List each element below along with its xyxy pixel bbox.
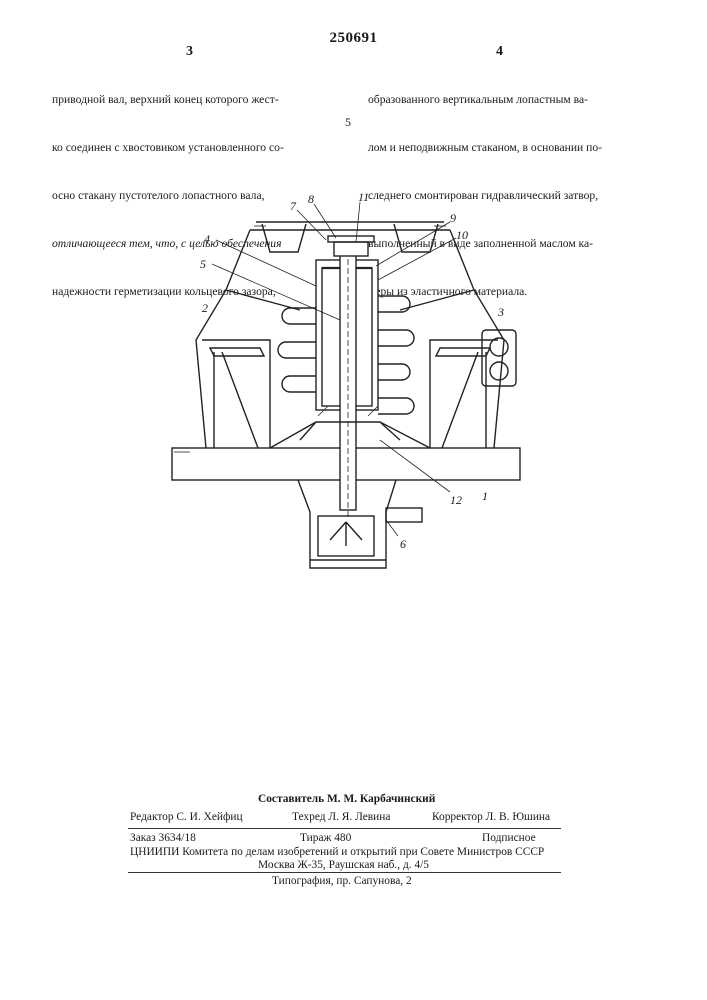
figure-label-1: 1 [482,489,488,503]
figure-label-11: 11 [358,190,369,204]
typography: Типография, пр. Сапунова, 2 [272,875,412,887]
right-line-1: образованного вертикальным лопастным ва- [368,92,638,108]
figure-label-5: 5 [200,257,206,271]
circulation: Тираж 480 [300,832,351,844]
institute: ЦНИИПИ Комитета по делам изобретений и о… [130,846,544,858]
left-column-number: 3 [186,44,193,60]
right-column-number: 4 [496,44,503,60]
compiler-credit: Составитель М. М. Карбачинский [258,793,435,805]
figure-label-7: 7 [290,199,297,213]
technical-drawing: 7 8 11 9 10 4 5 2 3 12 1 6 [150,190,550,580]
patent-number: 250691 [0,30,707,47]
figure-label-2: 2 [202,301,208,315]
left-line-2: ко соединен с хвостовиком установленного… [52,140,342,156]
figure-label-6: 6 [400,537,406,551]
subscription: Подписное [482,832,536,844]
left-line-1: приводной вал, верхний конец которого же… [52,92,342,108]
right-line-2: лом и неподвижным стаканом, в основании … [368,140,638,156]
editor-credit: Редактор С. И. Хейфиц [130,811,243,823]
techred-credit: Техред Л. Я. Левина [292,811,390,823]
footer-rule-bottom [128,872,561,873]
order-number: Заказ 3634/18 [130,832,196,844]
figure-label-3: 3 [497,305,504,319]
line-number-marker: 5 [345,115,351,130]
figure-label-10: 10 [456,228,468,242]
corrector-credit: Корректор Л. В. Юшина [432,811,550,823]
figure-label-8: 8 [308,192,314,206]
figure-label-4: 4 [204,232,210,246]
address: Москва Ж-35, Раушская наб., д. 4/5 [258,859,429,871]
figure-label-9: 9 [450,211,456,225]
footer-rule-top [128,828,561,829]
figure-label-12: 12 [450,493,462,507]
